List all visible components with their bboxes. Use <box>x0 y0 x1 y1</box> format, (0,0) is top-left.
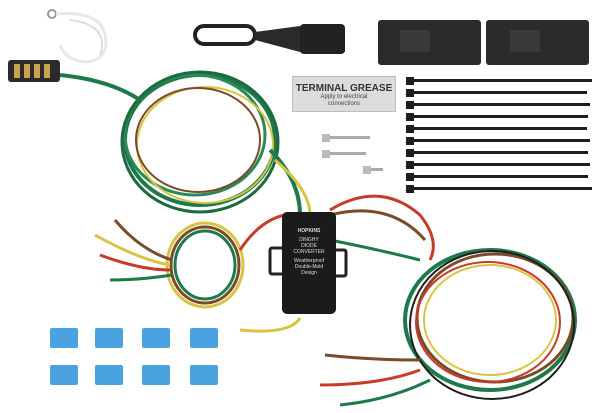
converter-label: HOPKINS DINGHY DIODE CONVERTER Weatherpr… <box>282 228 336 276</box>
small-wire-coil <box>94 213 302 333</box>
green-wire-coil <box>59 70 312 216</box>
four-flat-connector <box>8 60 60 82</box>
ground-wire <box>47 9 108 64</box>
grease-title: TERMINAL GREASE <box>295 83 393 94</box>
connector-dust-cover <box>193 24 345 54</box>
converter-line2: DIODE <box>301 243 317 249</box>
splice-connectors <box>50 328 218 385</box>
screws <box>322 134 383 174</box>
right-wire-coil <box>319 194 577 407</box>
converter-line3: CONVERTER <box>293 249 325 255</box>
mounting-brackets <box>378 20 589 65</box>
converter-body <box>268 212 348 314</box>
converter-line5: Double-Mold <box>294 264 324 270</box>
converter-line1: DINGHY <box>299 237 319 243</box>
converter-brand: HOPKINS <box>297 228 321 234</box>
grease-line2: connections <box>327 101 361 107</box>
terminal-grease-packet: TERMINAL GREASE Apply to electrical conn… <box>292 76 396 112</box>
converter-line4: Weatherproof <box>293 258 325 264</box>
grease-line1: Apply to electrical <box>320 94 368 100</box>
converter-line6: Design <box>301 270 317 276</box>
cable-ties <box>406 77 592 193</box>
